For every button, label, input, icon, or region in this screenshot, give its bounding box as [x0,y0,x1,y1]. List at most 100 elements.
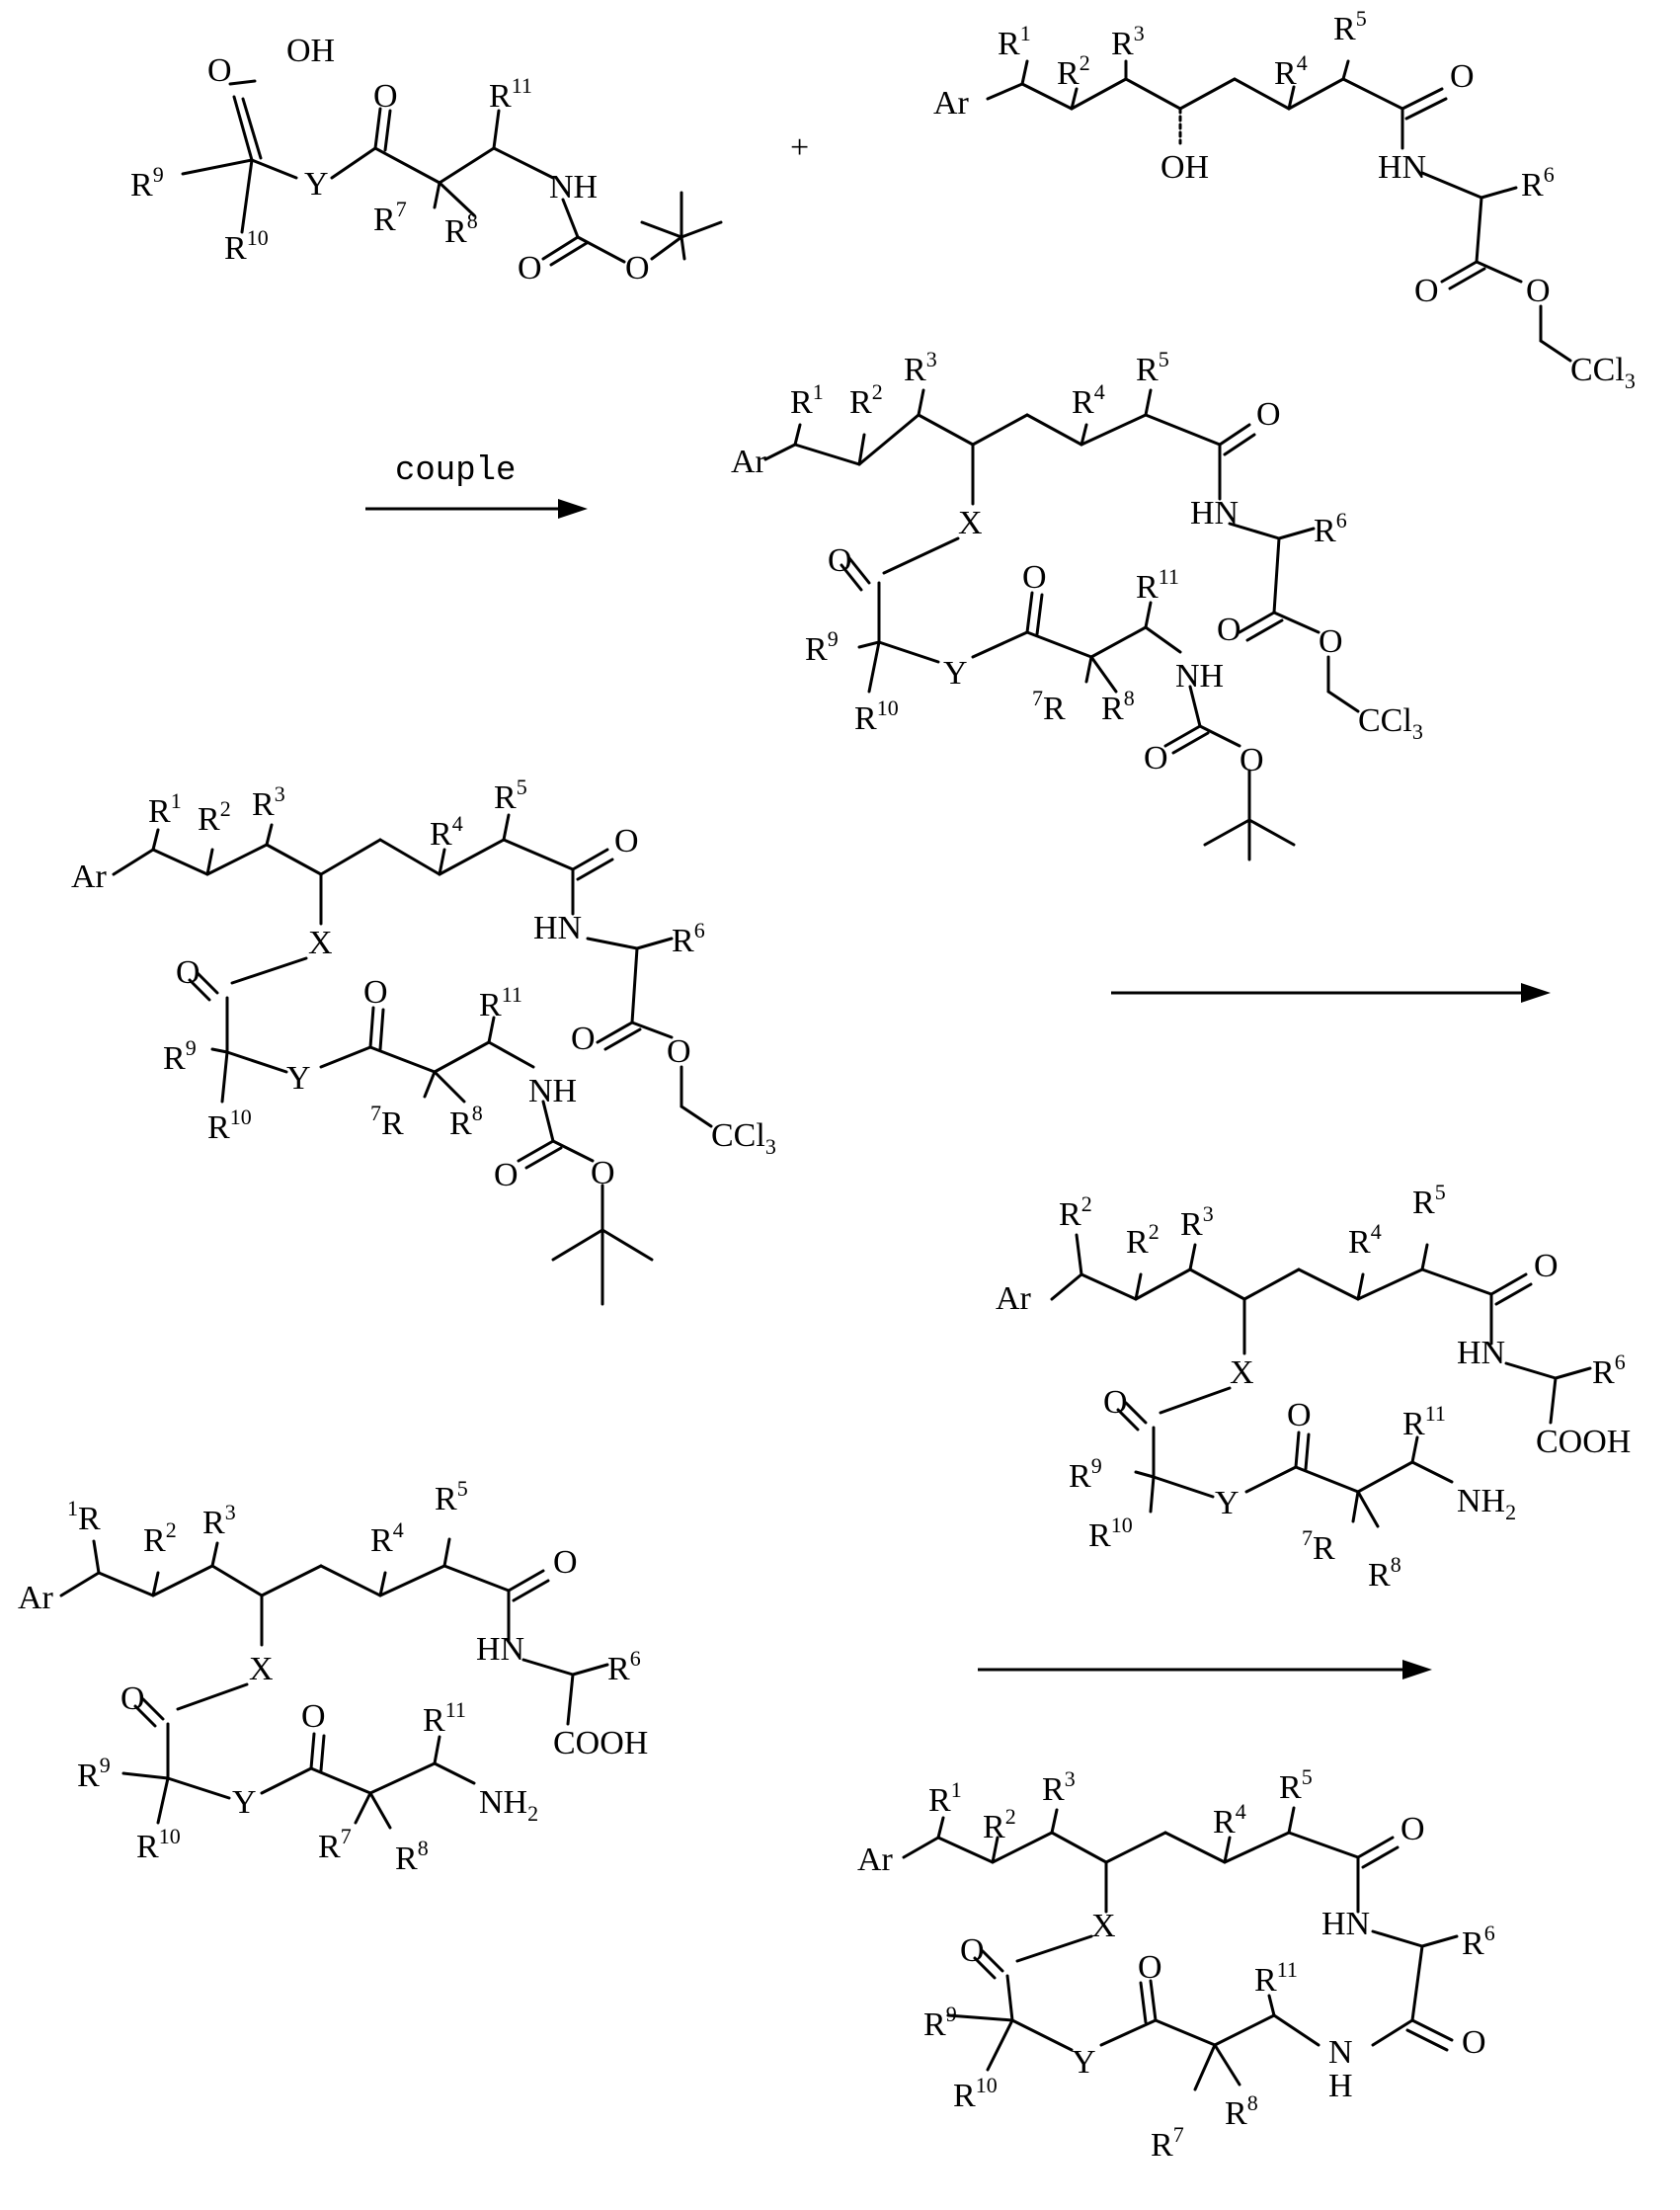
esterA-o8-label: O [1240,742,1264,778]
alc-r4-label: R4 [1274,50,1308,92]
bonds [988,61,1570,361]
esterB-r6-label: R6 [672,918,705,959]
macro-r5-label: R5 [1279,1764,1313,1806]
macro-r9-label: R9 [923,2002,957,2043]
macro-o5-label: O [960,1932,985,1969]
alc-o1-label: O [1450,58,1475,95]
acid-r10-label: R10 [224,225,269,267]
aaB-r7-label: R7 [318,1824,352,1865]
macro-o9-label: O [1462,2024,1486,2061]
esterB-o5-label: O [176,954,200,991]
esterB-r2-label: R2 [198,796,231,838]
alc-oh-label: OH [1160,149,1209,186]
aaB-r5-label: R5 [435,1476,468,1517]
macro-r3-label: R3 [1042,1766,1076,1808]
esterA-o5-label: O [828,542,852,579]
aaB-o1-label: O [553,1544,578,1581]
macro-r10-label: R10 [953,2073,998,2114]
aaB-r1-label: 1R [67,1496,101,1537]
atom-labels: Ar 1R R2 R3 R4 R5 O X HN R6 COOH O R9 R1… [18,1476,648,1877]
macro-r6-label: R6 [1462,1921,1495,1962]
atom-labels: Ar R1 R2 R3 OH R4 R5 O HN R6 O O CCl3 [933,6,1636,393]
aaA-y-label: Y [1215,1485,1240,1521]
esterA-nh-label: NH [1175,658,1224,695]
macro-x-label: X [1091,1908,1116,1944]
esterB-ccl3-label: CCl3 [711,1117,776,1159]
esterA-r2-label: R2 [849,379,883,421]
acid-o1-label: O [207,52,232,89]
esterA-x-label: X [958,505,983,541]
aaA-o1-label: O [1534,1248,1559,1284]
bonds [114,815,711,1304]
aaA-r1-label: R2 [1059,1191,1092,1233]
aaB-y-label: Y [232,1784,257,1821]
aaA-r3-label: R3 [1180,1201,1214,1243]
alc-r5-label: R5 [1333,6,1367,47]
macro-n-label: N [1328,2034,1353,2071]
macro-o6-label: O [1138,1949,1162,1986]
aaA-x-label: X [1230,1354,1254,1391]
esterA-ccl3-label: CCl3 [1358,702,1423,744]
aaA-r8-label: R8 [1368,1552,1401,1594]
coupled-ester-b-structure: Ar R1 R2 R3 R4 R5 O X HN R6 O R9 R10 Y O… [71,775,776,1304]
reaction-arrow-3 [978,1660,1432,1679]
esterB-r9-label: R9 [163,1035,197,1077]
atom-labels: Ar R1 R2 R3 R4 R5 O X HN R6 O R9 R10 Y O… [71,775,776,1193]
aaA-r7-label: 7R [1302,1525,1335,1567]
aaB-o6-label: O [301,1698,326,1735]
aaB-o5-label: O [120,1680,145,1717]
acid-o3-label: O [518,250,542,286]
esterB-r11-label: R11 [479,982,522,1023]
couple-step-label: couple [395,452,516,490]
aaA-r6-label: R6 [1592,1350,1626,1391]
macro-r2-label: R2 [983,1804,1016,1845]
macrocycle-product-structure: Ar R1 R2 R3 R4 R5 O X HN R6 O O R9 R10 Y… [857,1764,1495,2164]
esterA-hn-label: HN [1190,495,1239,532]
aaB-r4-label: R4 [370,1517,404,1559]
macro-hn-label: HN [1321,1906,1370,1942]
macro-r11-label: R11 [1254,1957,1298,1999]
macro-r4-label: R4 [1213,1799,1246,1841]
esterA-r11-label: R11 [1136,564,1179,606]
aaA-nh2-label: NH2 [1457,1483,1516,1524]
aaA-r4-label: R4 [1348,1219,1382,1261]
aaB-r10-label: R10 [136,1824,181,1865]
esterB-r1-label: R1 [148,788,182,830]
aaB-r9-label: R9 [77,1753,111,1794]
esterA-y-label: Y [943,655,968,692]
aaA-r11-label: R11 [1402,1401,1446,1442]
esterB-o3-label: O [667,1033,691,1070]
aaB-r8-label: R8 [395,1836,429,1877]
coupled-ester-a-structure: Ar R1 R2 R3 R4 R5 O X HN R6 O R9 R10 Y O… [731,347,1423,859]
macro-r8-label: R8 [1225,2090,1258,2132]
esterB-o1-label: O [614,823,639,859]
esterB-r8-label: R8 [449,1101,483,1142]
esterB-r10-label: R10 [207,1105,252,1146]
esterB-o8-label: O [591,1155,615,1191]
esterA-o1-label: O [1256,396,1281,433]
esterA-o3-label: O [1319,623,1343,660]
esterA-o2-label: O [1217,612,1241,648]
macro-h-label: H [1328,2068,1353,2104]
bonds [1052,1235,1590,1526]
esterB-o6-label: O [363,974,388,1011]
aaA-o6-label: O [1287,1397,1312,1433]
aaA-r9-label: R9 [1069,1453,1102,1495]
bonds [904,1808,1457,2089]
esterA-r1-label: R1 [790,379,824,421]
atom-labels: Ar R2 R2 R3 R4 R5 O X HN R6 COOH O R9 R1… [996,1180,1631,1594]
aaA-r5-label: R5 [1412,1180,1446,1221]
reaction-arrow-2 [1111,983,1551,1003]
aaA-r2-label: R2 [1126,1219,1160,1261]
acid-nh-label: NH [549,169,598,205]
aaA-r10-label: R10 [1088,1513,1133,1554]
aaB-r2-label: R2 [143,1517,177,1559]
esterB-o2-label: O [571,1021,596,1057]
acid-o2-label: O [373,78,398,115]
aaA-cooh-label: COOH [1536,1424,1631,1460]
esterA-r9-label: R9 [805,626,839,668]
aaB-r3-label: R3 [202,1500,236,1541]
esterB-o7-label: O [494,1157,519,1193]
acid-r7-label: R7 [373,197,407,238]
acid-r9-label: R9 [130,162,164,204]
